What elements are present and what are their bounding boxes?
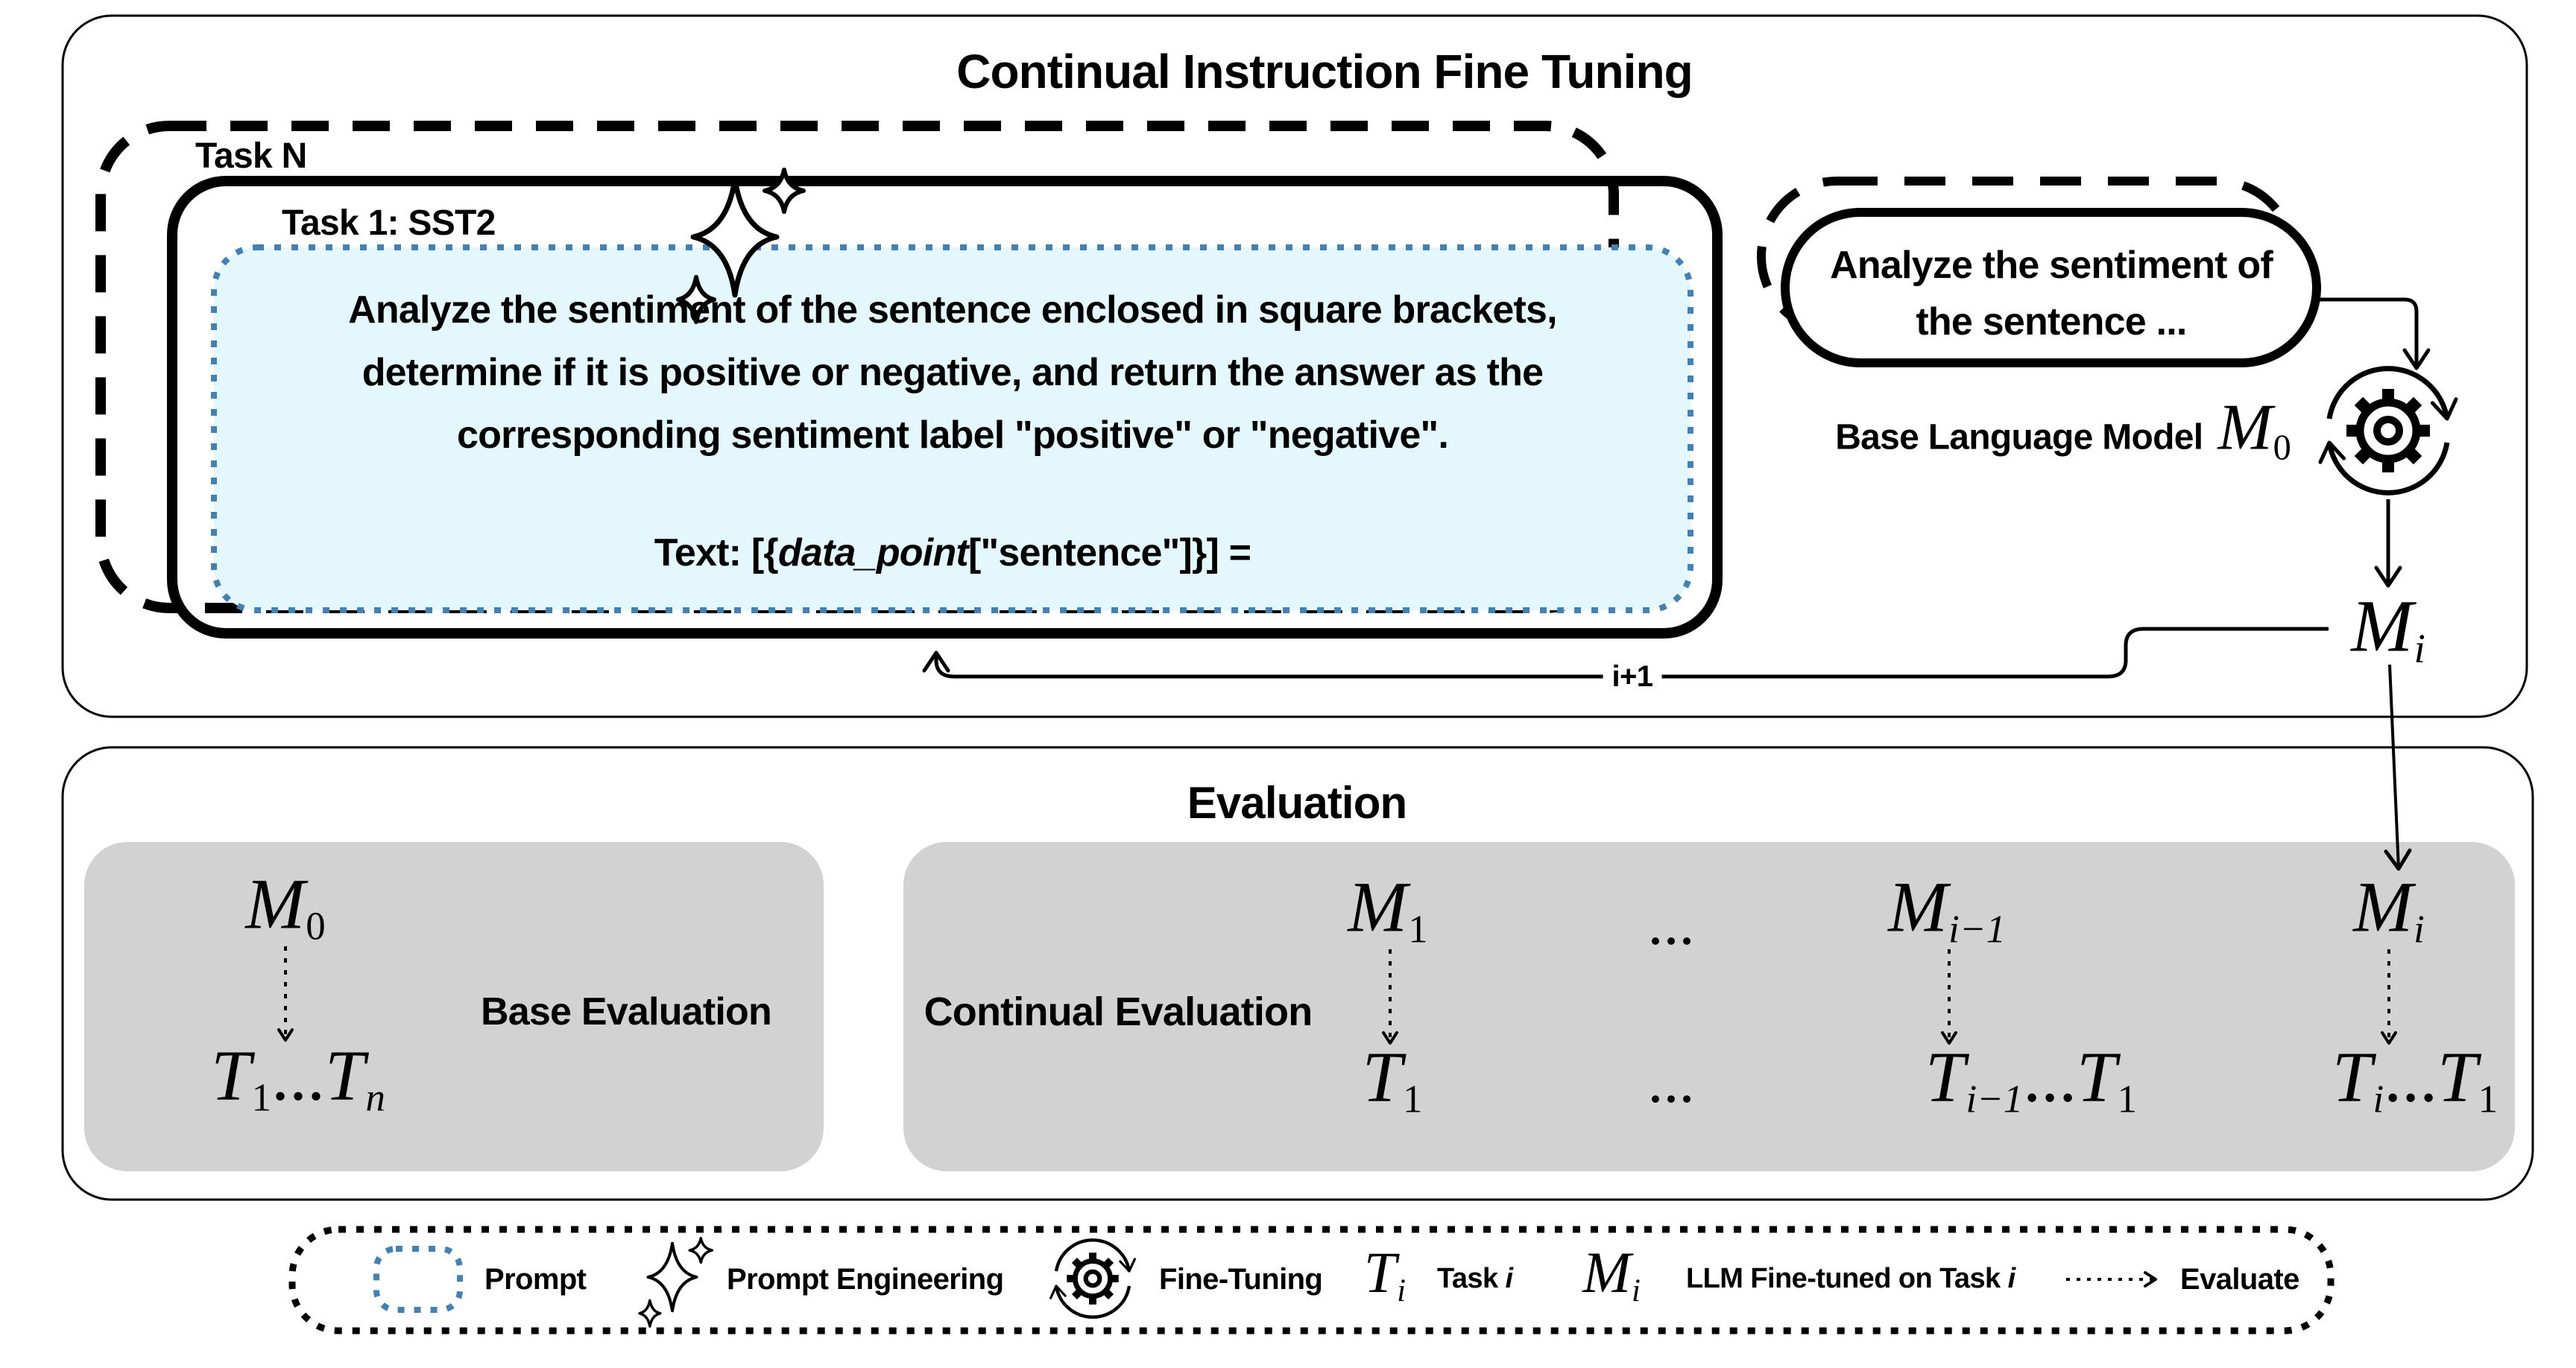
prompt-template-prefix: Text: [{	[654, 531, 779, 574]
task-1-label: Task 1: SST2	[282, 203, 496, 243]
legend-box	[288, 1226, 2334, 1334]
base-evaluation-panel	[84, 842, 824, 1171]
continual-evaluation-panel	[903, 842, 2515, 1171]
mi-base: M	[2351, 584, 2414, 668]
legend-llm-var: i	[2007, 1263, 2016, 1294]
eval-m1-symbol: M1	[1348, 871, 1428, 951]
tn-base: T	[325, 1035, 365, 1115]
eval-m0-base: M	[245, 864, 306, 944]
prompt-template-suffix: ["sentence"]}] =	[967, 531, 1251, 574]
eval-mim1-symbol: Mi−1	[1888, 871, 2006, 951]
mim1-sub: i−1	[1948, 908, 2006, 951]
legend-fine-tuning-label: Fine-Tuning	[1159, 1263, 1323, 1296]
eval-t-row-dots: ...	[1647, 1047, 1695, 1116]
top-section-title: Continual Instruction Fine Tuning	[956, 45, 1693, 98]
mim1-base: M	[1888, 867, 1948, 947]
legend-prompt-engineering-label: Prompt Engineering	[727, 1263, 1004, 1296]
eval-ti-t1-sequence: Ti...T1	[2332, 1041, 2498, 1121]
legend-ti-sub: i	[1397, 1273, 1407, 1309]
legend-evaluate-label: Evaluate	[2180, 1263, 2299, 1296]
legend-task-prefix: Task	[1437, 1263, 1506, 1294]
eval-mi-symbol: Mi	[2353, 871, 2425, 951]
eval-t1-base: T	[1362, 1036, 1402, 1117]
eval-tim1-t1-sequence: Ti−1...T1	[1925, 1041, 2137, 1121]
tim1-sub: i−1	[1966, 1077, 2024, 1121]
eval-t1-symbol: T1	[1363, 1041, 1423, 1121]
feedback-loop-arrow	[922, 627, 2329, 679]
m0-sub: 0	[2273, 428, 2291, 468]
t1b-sub: 1	[2117, 1077, 2137, 1121]
eval-m0-symbol: M0	[245, 868, 326, 949]
instruction-pill	[1781, 208, 2321, 367]
pill-line-1: Analyze the sentiment of	[1830, 244, 2273, 287]
loop-increment-label: i+1	[1603, 660, 1662, 693]
continual-evaluation-label: Continual Evaluation	[924, 989, 1313, 1034]
t1c-sub: 1	[2478, 1077, 2498, 1121]
prompt-line-2: determine if it is positive or negative,…	[362, 351, 1544, 394]
prompt-template-variable: data_point	[777, 531, 969, 574]
eval-mi-sub: i	[2414, 908, 2425, 951]
prompt-line-3: corresponding sentiment label "positive"…	[457, 414, 1449, 457]
ti-base: T	[2332, 1036, 2373, 1117]
t1b-base: T	[2077, 1036, 2117, 1117]
dots: ...	[271, 1035, 325, 1115]
dots2: ...	[2023, 1036, 2077, 1117]
tim1-base: T	[1925, 1036, 1966, 1117]
mi-to-evaluation-arrow	[2384, 664, 2412, 871]
dots3: ...	[2384, 1036, 2438, 1117]
tn-sub: n	[365, 1076, 385, 1120]
legend-mi-base: M	[1582, 1240, 1632, 1305]
t1-sub: 1	[251, 1076, 271, 1120]
legend-llm-label: LLM Fine-tuned on Task i	[1686, 1264, 2015, 1293]
ti-sub: i	[2373, 1077, 2384, 1121]
eval-m-row-dots: ...	[1647, 889, 1695, 958]
t1-base: T	[211, 1035, 251, 1115]
legend-llm-prefix: LLM Fine-tuned on Task	[1686, 1263, 2008, 1294]
m0-symbol: M0	[2217, 391, 2291, 468]
prompt-line-1: Analyze the sentiment of the sentence en…	[348, 288, 1557, 332]
legend-mi-sub: i	[1631, 1273, 1641, 1309]
m1-sub: 1	[1408, 908, 1428, 951]
legend-ti-symbol: Ti	[1364, 1244, 1406, 1308]
eval-t1-tn-sequence: T1...Tn	[211, 1039, 385, 1120]
legend-task-var: i	[1505, 1263, 1514, 1294]
m1-base: M	[1348, 867, 1408, 947]
legend-prompt-label: Prompt	[484, 1263, 587, 1296]
legend-mi-symbol: Mi	[1582, 1244, 1641, 1308]
base-evaluation-label: Base Evaluation	[480, 990, 772, 1033]
pill-to-gear-arrow	[2318, 297, 2431, 370]
eval-t1-sub: 1	[1403, 1077, 1423, 1121]
task-n-label: Task N	[195, 136, 307, 176]
t1c-base: T	[2437, 1036, 2478, 1117]
prompt-box	[211, 244, 1693, 613]
legend-prompt-swatch	[373, 1246, 463, 1313]
pill-line-2: the sentence ...	[1916, 300, 2187, 343]
mi-sub: i	[2414, 625, 2425, 671]
base-language-model-label: Base Language Model	[1835, 417, 2203, 457]
legend-ti-base: T	[1363, 1240, 1397, 1305]
legend-task-label: Task i	[1437, 1264, 1513, 1293]
prompt-template-line: Text: [{data_point["sentence"]}] =	[654, 533, 1251, 572]
eval-m0-sub: 0	[306, 905, 326, 949]
m0-base: M	[2217, 391, 2273, 464]
mi-symbol-top: Mi	[2351, 589, 2425, 671]
evaluation-title: Evaluation	[1187, 778, 1407, 828]
eval-mi-base: M	[2353, 867, 2414, 947]
